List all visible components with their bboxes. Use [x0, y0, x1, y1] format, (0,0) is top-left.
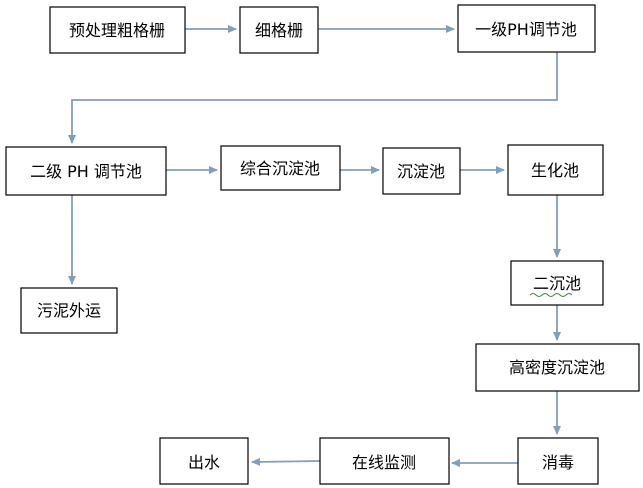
- node-secondary-clarifier: 二沉池: [510, 260, 604, 306]
- node-ph-tank-1: 一级PH调节池: [457, 4, 596, 53]
- node-label: 预处理粗格栅: [69, 21, 165, 40]
- edge-ph1-to-ph2: [68, 52, 558, 144]
- node-ph-tank-2: 二级 PH 调节池: [5, 146, 167, 196]
- node-label: 生化池: [531, 161, 579, 180]
- edge-monitoring-to-effluent: [251, 457, 321, 466]
- spellcheck-underline: [529, 293, 573, 297]
- node-pre-coarse-screen: 预处理粗格栅: [49, 6, 186, 54]
- node-sludge-out: 污泥外运: [20, 287, 118, 334]
- node-label: 一级PH调节池: [475, 20, 577, 39]
- node-disinfection: 消毒: [517, 437, 599, 485]
- node-effluent: 出水: [159, 437, 249, 485]
- node-high-density-settling: 高密度沉淀池: [475, 343, 640, 392]
- node-online-monitoring: 在线监测: [319, 437, 450, 485]
- node-label: 细格栅: [255, 21, 303, 40]
- node-settling: 沉淀池: [382, 147, 461, 195]
- node-label: 污泥外运: [37, 301, 101, 320]
- node-label: 综合沉淀池: [240, 159, 320, 178]
- flow-edges: [68, 25, 561, 467]
- node-label: 在线监测: [352, 453, 416, 472]
- node-biochem: 生化池: [507, 144, 604, 196]
- node-label: 沉淀池: [397, 162, 445, 181]
- node-label: 二级 PH 调节池: [30, 162, 142, 181]
- node-combined-settling: 综合沉淀池: [220, 145, 341, 191]
- node-label: 出水: [188, 453, 220, 472]
- node-fine-screen: 细格栅: [239, 6, 319, 54]
- node-label: 二沉池: [533, 274, 581, 293]
- node-label: 消毒: [542, 453, 574, 472]
- node-label: 高密度沉淀池: [509, 358, 605, 377]
